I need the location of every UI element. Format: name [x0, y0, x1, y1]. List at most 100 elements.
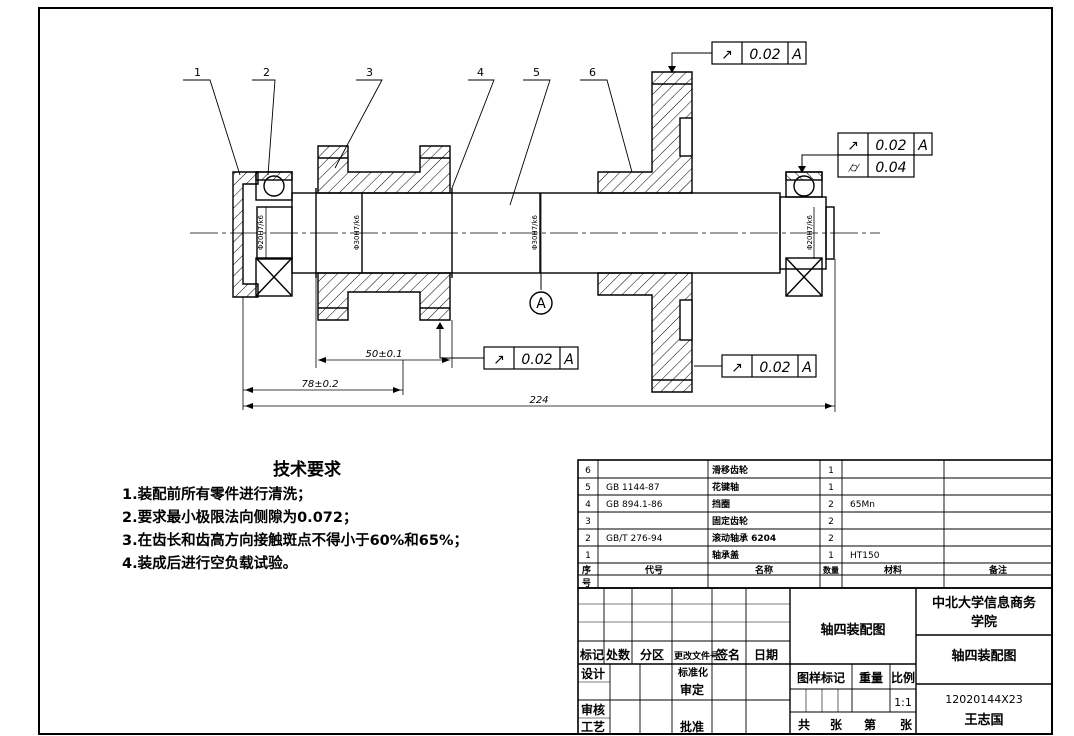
- school-name: 中北大学信息商务: [932, 595, 1037, 611]
- svg-text:GB 894.1-86: GB 894.1-86: [606, 500, 663, 510]
- technical-requirements: 技术要求 1.装配前所有零件进行清洗； 2.要求最小极限法向侧隙为0.072； …: [122, 455, 592, 576]
- svg-text:张: 张: [830, 717, 843, 732]
- dimension-texts: 50±0.1 78±0.2 224: [301, 349, 548, 406]
- dimension-arrows: [245, 357, 833, 409]
- svg-text:数量: 数量: [823, 565, 839, 575]
- svg-text:标记: 标记: [579, 647, 604, 662]
- table-row: 4 GB 894.1-86 挡圈 2 65Mn: [585, 498, 875, 510]
- fit-label: Φ30H7/k6: [353, 214, 361, 250]
- svg-text:标准化: 标准化: [677, 666, 708, 679]
- svg-text:0.02: 0.02: [759, 360, 790, 376]
- bearing-cover: [232, 171, 259, 298]
- datum-a: A: [529, 273, 553, 315]
- balloon-leaders: [183, 79, 633, 206]
- svg-text:1: 1: [585, 551, 591, 561]
- svg-text:GB/T 276-94: GB/T 276-94: [606, 534, 663, 544]
- svg-text:代号: 代号: [644, 564, 663, 576]
- svg-text:号: 号: [582, 578, 591, 589]
- svg-text:备注: 备注: [988, 564, 1007, 576]
- tolerance-frame-top: ↗ 0.02 A: [668, 41, 807, 73]
- fit-label: Φ20H7/k6: [806, 214, 814, 250]
- svg-text:学院: 学院: [971, 614, 997, 630]
- svg-text:↗: ↗: [493, 352, 505, 368]
- svg-text:第: 第: [864, 717, 876, 732]
- balloon-1: 1: [194, 66, 201, 79]
- svg-text:0.04: 0.04: [875, 160, 906, 176]
- svg-text:A: A: [801, 360, 812, 376]
- balloon-2: 2: [263, 66, 270, 79]
- svg-text:张: 张: [900, 717, 913, 732]
- bearing-left: [255, 171, 293, 297]
- svg-text:2: 2: [828, 534, 834, 544]
- fit-dim-lines: [265, 193, 815, 273]
- svg-text:图样标记: 图样标记: [797, 670, 845, 685]
- svg-text:材料: 材料: [883, 564, 902, 576]
- dim-224: 224: [529, 395, 548, 406]
- svg-text:GB 1144-87: GB 1144-87: [606, 483, 660, 493]
- svg-text:3: 3: [585, 517, 591, 527]
- balloon-numbers: 1 2 3 4 5 6: [194, 66, 596, 79]
- drawing-name: 轴四装配图: [820, 622, 885, 638]
- svg-text:工艺: 工艺: [581, 719, 605, 734]
- svg-text:2: 2: [828, 517, 834, 527]
- svg-text:↗: ↗: [731, 360, 743, 376]
- svg-text:A: A: [791, 47, 802, 63]
- svg-text:4: 4: [585, 500, 591, 510]
- fit-label: Φ20H7/k6: [257, 214, 265, 250]
- svg-text:挡圈: 挡圈: [712, 498, 730, 510]
- scale-value: 1:1: [894, 696, 912, 709]
- dim-50: 50±0.1: [365, 349, 402, 360]
- tech-item: 2.要求最小极限法向侧隙为0.072；: [122, 510, 358, 526]
- table-header-row: 序 号 代号 名称 数量 材料 备注: [582, 564, 1007, 589]
- author: 王志国: [964, 712, 1003, 728]
- svg-text:6: 6: [585, 466, 591, 476]
- svg-text:日期: 日期: [754, 647, 778, 662]
- svg-text:滚动轴承 6204: 滚动轴承 6204: [712, 532, 776, 544]
- svg-text:0.02: 0.02: [521, 352, 552, 368]
- svg-text:1: 1: [828, 466, 834, 476]
- fit-labels: Φ20H7/k6 Φ30H7/k6 Φ30H7/k6 Φ20H7/k6: [257, 214, 814, 250]
- svg-text:A: A: [563, 352, 574, 368]
- parts-list-rows: 6 滑移齿轮 1 5 GB 1144-87 花键轴 1 4 GB 894.1-8…: [582, 464, 1007, 589]
- svg-text:序: 序: [582, 564, 591, 576]
- balloon-3: 3: [366, 66, 373, 79]
- svg-text:名称: 名称: [755, 564, 773, 576]
- tolerance-frame-mid: ↗ 0.02 A: [436, 322, 579, 370]
- tolerance-frame-right-1: ↗ 0.02 A: [837, 132, 933, 156]
- svg-text:设计: 设计: [581, 666, 605, 681]
- svg-text:签名: 签名: [715, 647, 740, 662]
- svg-text:分区: 分区: [640, 647, 664, 662]
- svg-text:轴承盖: 轴承盖: [712, 549, 739, 561]
- table-row: 5 GB 1144-87 花键轴 1: [585, 481, 834, 493]
- table-row: 6 滑移齿轮 1: [585, 464, 834, 476]
- svg-text:批准: 批准: [680, 719, 704, 734]
- tech-item: 1.装配前所有零件进行清洗；: [122, 487, 312, 503]
- title-block: [577, 587, 1053, 735]
- svg-text:↗: ↗: [721, 47, 733, 63]
- svg-text:HT150: HT150: [850, 551, 880, 561]
- tech-item: 3.在齿长和齿高方向接触斑点不得小于60%和65%；: [122, 533, 469, 549]
- svg-text:2: 2: [828, 500, 834, 510]
- table-row: 2 GB/T 276-94 滚动轴承 6204 2: [585, 532, 834, 544]
- shaft: [256, 188, 835, 278]
- bearing-right: [785, 171, 823, 297]
- svg-text:A: A: [917, 138, 928, 154]
- tolerance-frame-bottom: ↗ 0.02 A: [694, 354, 817, 378]
- tech-title: 技术要求: [273, 460, 341, 480]
- svg-text:A: A: [536, 296, 546, 312]
- svg-text:固定齿轮: 固定齿轮: [712, 515, 748, 527]
- fit-label: Φ30H7/k6: [531, 214, 539, 250]
- student-id: 12020144X23: [945, 693, 1023, 706]
- svg-text:重量: 重量: [859, 670, 883, 685]
- dimensions: [242, 259, 836, 412]
- balloon-5: 5: [533, 66, 540, 79]
- table-row: 3 固定齿轮 2: [585, 515, 834, 527]
- svg-text:5: 5: [585, 483, 591, 493]
- svg-text:审核: 审核: [581, 702, 605, 717]
- table-row: 1 轴承盖 1 HT150: [585, 549, 880, 561]
- svg-text:花键轴: 花键轴: [712, 481, 739, 493]
- svg-text:比例: 比例: [891, 670, 915, 685]
- sliding-gear: [597, 71, 693, 393]
- svg-text:0.02: 0.02: [875, 138, 906, 154]
